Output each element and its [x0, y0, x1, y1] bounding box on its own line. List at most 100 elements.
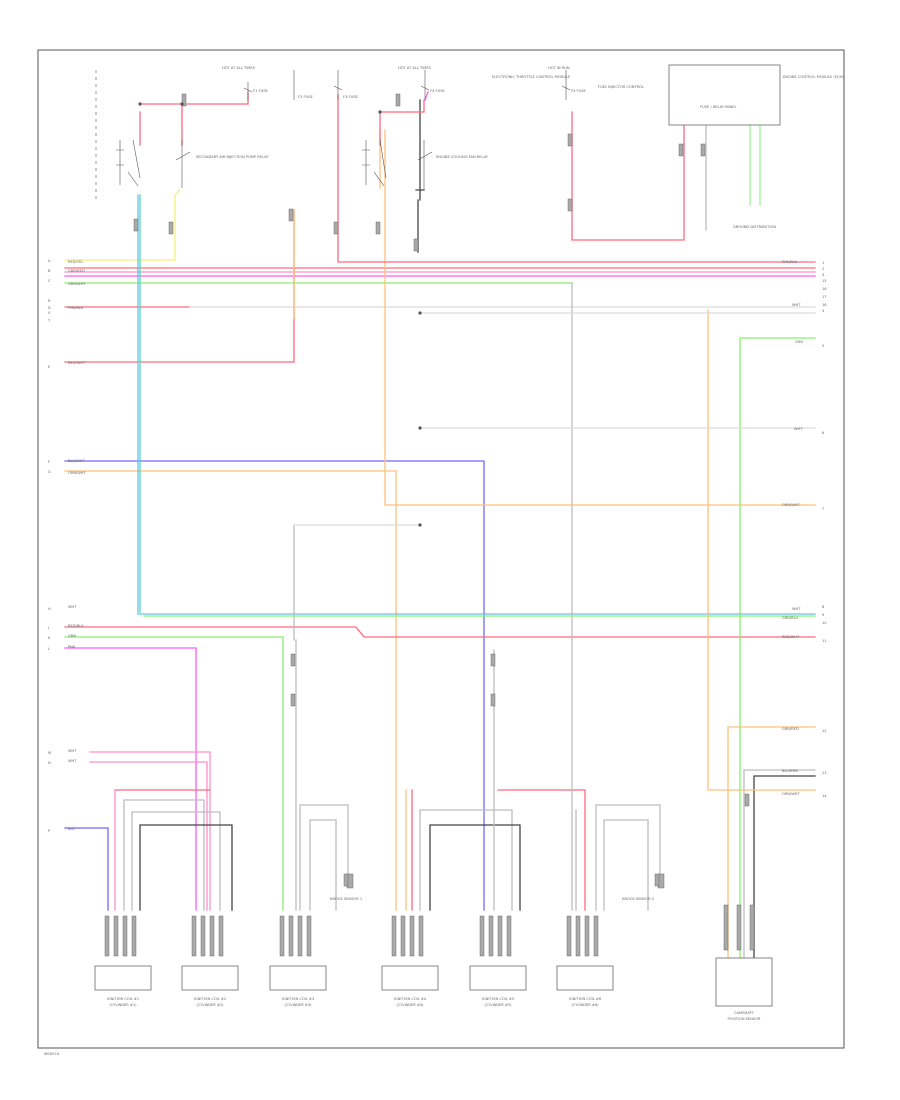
right-pin-17: 17	[822, 295, 827, 299]
right-pin-2: 2	[822, 267, 824, 271]
coil-2-pin-1	[191, 915, 197, 957]
wire-label-r5: ORN/WHT	[782, 503, 800, 507]
camshaft-sensor-box	[715, 957, 773, 1007]
coil-6-pin-4	[593, 915, 599, 957]
left-pin-A: A	[48, 259, 51, 263]
wire-58	[707, 309, 816, 791]
right-pin-3: 3	[822, 273, 824, 277]
wire-label-l13: WHT	[68, 759, 77, 763]
label-fuse-5: F5 FUSE	[571, 89, 586, 93]
left-pin-F: F	[48, 460, 50, 464]
wire-33	[419, 809, 513, 911]
label-fuse-box: FUSE / RELAY PANEL	[700, 105, 736, 109]
wire-49	[379, 99, 425, 146]
wire-56	[743, 769, 816, 961]
inline-connector-7	[567, 133, 573, 147]
inline-connector-5	[375, 221, 381, 235]
wire-label-r6: WHT	[792, 607, 801, 611]
right-pin-10: 10	[822, 621, 827, 625]
wire-46	[139, 91, 249, 105]
label-knock-1: KNOCK SENSOR 1	[330, 897, 362, 901]
left-pin-M: M	[48, 751, 51, 755]
label-hot-run: HOT IN RUN	[548, 66, 570, 70]
right-pin-12: 12	[822, 729, 827, 733]
wire-26	[299, 804, 349, 911]
labels-layer: HOT AT ALL TIMES HOT AT ALL TIMES HOT IN…	[44, 66, 845, 1056]
right-pin-8: 8	[822, 605, 825, 609]
wire-10	[64, 460, 485, 911]
wire-41	[384, 129, 816, 506]
inline-connector-16	[181, 93, 187, 107]
wire-label-r2: WHT	[792, 303, 801, 307]
coil-4-pin-3	[409, 915, 415, 957]
inline-connector-11	[290, 653, 296, 667]
coil-2-pin-4	[218, 915, 224, 957]
label-fuel: FUEL INJECTOR CONTROL	[598, 85, 644, 89]
coil-1-pin-4	[131, 915, 137, 957]
connectors-layer	[104, 93, 755, 957]
right-pin-18: 18	[822, 303, 827, 307]
right-pin-13: 13	[822, 771, 827, 775]
wire-8	[64, 209, 295, 363]
bottom-component-label-4: IGNITION COIL #4(CYLINDER #4)	[394, 997, 427, 1007]
coil-4-pin-2	[400, 915, 406, 957]
left-pin-G: G	[48, 470, 51, 474]
wire-label-r4: WHT	[794, 427, 803, 431]
wire-labels-layer: RED/YEL GRN/RED GRN/WHT PNK/BLK RED/WHT …	[68, 260, 803, 831]
wire-label-r3: GRN	[795, 340, 803, 344]
wire-label-l4: PNK/BLK	[68, 306, 84, 310]
coil-6-pin-2	[575, 915, 581, 957]
left-pin-J: J	[47, 626, 49, 630]
left-pin-K: K	[48, 636, 51, 640]
right-pin-15: 15	[822, 279, 827, 283]
wire-36	[497, 789, 586, 911]
right-pin-9: 9	[822, 613, 825, 617]
coil-1-pin-2	[113, 915, 119, 957]
coil-5-pin-1	[479, 915, 485, 957]
right-pin-7: 7	[822, 507, 824, 511]
inline-connector-10	[700, 143, 706, 157]
junction-2	[418, 426, 422, 430]
label-relay-1: SECONDARY AIR INJECTION PUMP RELAY	[196, 155, 269, 159]
right-pin-16: 16	[822, 287, 827, 291]
right-pin-11: 11	[822, 639, 827, 643]
label-ecm: ENGINE CONTROL MODULE (ECM)	[783, 75, 845, 79]
inline-connector-8	[567, 198, 573, 212]
right-pin-5: 5	[822, 344, 824, 348]
left-pin-T: T	[47, 319, 51, 323]
wire-label-l1: RED/YEL	[68, 260, 83, 264]
left-pin-R: R	[48, 299, 51, 303]
fuses	[243, 70, 571, 100]
wire-48	[337, 94, 816, 263]
inline-connector-19	[654, 873, 660, 887]
inline-connector-1	[133, 218, 139, 232]
label-relay-2: ENGINE COOLING FAN RELAY	[436, 155, 489, 159]
left-pin-N: N	[48, 761, 51, 765]
wires-layer	[64, 91, 816, 961]
coil-3-pin-1	[279, 915, 285, 957]
bottom-labels-layer: IGNITION COIL #1(CYLINDER #1)IGNITION CO…	[107, 997, 761, 1021]
wire-23	[123, 799, 205, 911]
wire-label-r1: PNK/BLU	[782, 260, 798, 264]
wire-label-l7: ORN/WHT	[68, 471, 86, 475]
wire-11	[64, 470, 397, 911]
coil-1-box	[94, 965, 152, 991]
left-pin-C: C	[48, 279, 51, 283]
coil-3-pin-4	[306, 915, 312, 957]
label-knock-2: KNOCK SENSOR 2	[622, 897, 654, 901]
inline-connector-15	[744, 793, 750, 807]
inline-connector-3	[288, 208, 294, 222]
components-layer	[94, 64, 781, 1007]
inline-connector-12	[490, 653, 496, 667]
camshaft-pin-1	[723, 904, 729, 951]
coil-1-pin-1	[104, 915, 110, 957]
wire-18	[89, 751, 211, 911]
wire-34	[429, 824, 521, 911]
bottom-component-label-5: IGNITION COIL #5(CYLINDER #5)	[482, 997, 514, 1007]
wire-24	[131, 811, 221, 911]
junction-5	[180, 102, 184, 106]
junction-4	[138, 102, 142, 106]
camshaft-pin-3	[749, 904, 755, 951]
junction-1	[418, 311, 422, 315]
